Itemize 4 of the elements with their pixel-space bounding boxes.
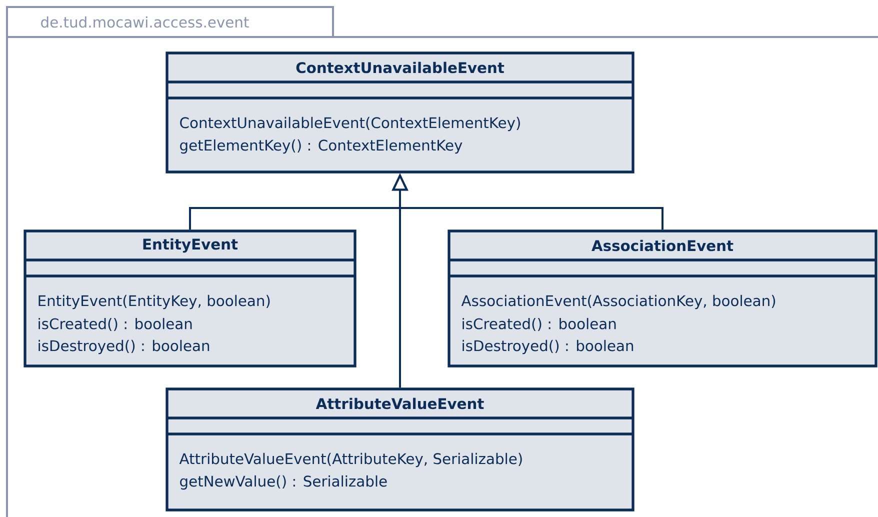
class-box: AssociationEvent AssociationEvent(AssociationKey, boolean) isCreated() : boolean isDestroyed() : boolean [448, 230, 878, 368]
class-box: ContextUnavailableEvent ContextUnavailableEvent(ContextElementKey) getElementKey() : ContextElementKey [166, 52, 634, 174]
class-box: EntityEvent EntityEvent(EntityKey, boolean) isCreated() : boolean isDestroyed() : boolean [24, 230, 356, 368]
class-box: AttributeValueEvent AttributeValueEvent(AttributeKey, Serializable) getNewValue() : Serializable [166, 388, 634, 512]
